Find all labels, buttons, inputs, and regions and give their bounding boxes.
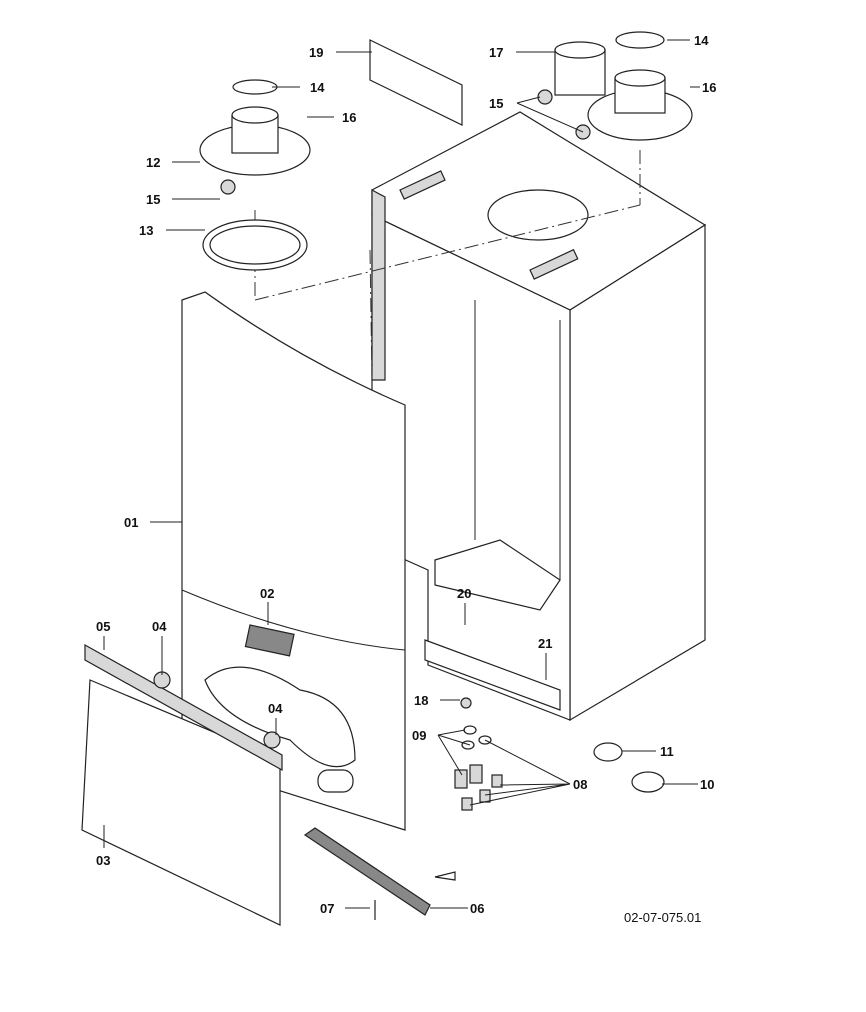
- callout-15: 15: [146, 192, 160, 207]
- callout-02: 02: [260, 586, 274, 601]
- callout-11: 11: [660, 744, 674, 759]
- callout-12: 12: [146, 155, 160, 170]
- callout-18: 18: [414, 693, 428, 708]
- callout-01: 01: [124, 515, 138, 530]
- callout-19: 19: [309, 45, 323, 60]
- callout-15: 15: [489, 96, 503, 111]
- boiler-casing-frame: [371, 111, 707, 722]
- drawing-reference-number: 02-07-075.01: [624, 910, 701, 925]
- callout-06: 06: [470, 901, 484, 916]
- callout-08: 08: [573, 777, 587, 792]
- callout-14: 14: [694, 33, 709, 48]
- wall-bracket: [369, 39, 463, 126]
- callout-14: 14: [310, 80, 325, 95]
- knob: [263, 731, 281, 749]
- callout-04: 04: [152, 619, 167, 634]
- callout-20: 20: [457, 586, 471, 601]
- callout-16: 16: [342, 110, 356, 125]
- trim-strip: [84, 643, 283, 772]
- bottom-trim: [303, 827, 431, 916]
- callout-07: 07: [320, 901, 334, 916]
- fittings: [374, 697, 665, 920]
- flue-adaptor-left: [199, 79, 311, 271]
- callout-16: 16: [702, 80, 716, 95]
- callout-09: 09: [412, 728, 426, 743]
- callout-13: 13: [139, 223, 153, 238]
- callout-04: 04: [268, 701, 283, 716]
- front-panel: [181, 291, 406, 831]
- callout-05: 05: [96, 619, 110, 634]
- callout-17: 17: [489, 45, 503, 60]
- flue-adaptor-right: [537, 31, 693, 141]
- callout-21: 21: [538, 636, 552, 651]
- callout-10: 10: [700, 777, 714, 792]
- callout-03: 03: [96, 853, 110, 868]
